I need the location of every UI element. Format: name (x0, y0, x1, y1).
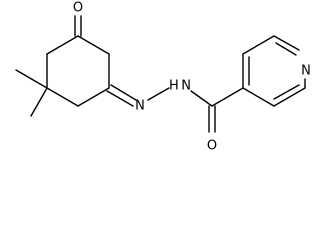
pyridine-inner-bond-c6-c5 (273, 84, 300, 100)
pyridine-bond-c2-n (273, 35, 300, 51)
bond-c6-c1 (46, 35, 79, 55)
imine-nitrogen-label: N (135, 99, 145, 114)
imine-double-bond-a (106, 90, 134, 107)
amide-oxygen-label: O (207, 139, 217, 154)
n-n-bond (147, 87, 170, 101)
methyl-bond-lower (30, 87, 48, 117)
ketone-group: O (73, 1, 83, 37)
pyridine-bond-c6-c5 (273, 87, 306, 107)
pyridine-bond-c3-c2 (242, 35, 275, 55)
ketone-oxygen-label: O (73, 1, 83, 16)
carbonyl-ring-bond (211, 87, 244, 107)
bond-c4-c5 (46, 87, 79, 107)
bond-c1-c2 (77, 35, 110, 55)
amide-carbonyl: O (207, 87, 244, 154)
nh-carbonyl-bond (190, 90, 213, 107)
pyridine-bond-c5-c4 (242, 87, 275, 107)
pyridine-inner-bond-c2-n (275, 42, 297, 56)
cyclohexanone-ring (46, 35, 110, 107)
bond-c3-c4 (77, 87, 110, 107)
methyl-bond-upper (15, 69, 48, 89)
pyridine-nitrogen-label: N (301, 64, 311, 79)
pyridine-ring: N (242, 35, 311, 107)
imine-double-bond-b (110, 84, 137, 101)
hydrazone-linker: N H N (106, 79, 213, 114)
chemical-structure: O N H N O N (15, 1, 311, 154)
gem-dimethyl-group (15, 69, 48, 117)
hydrazide-nh-label: H N (169, 79, 191, 94)
